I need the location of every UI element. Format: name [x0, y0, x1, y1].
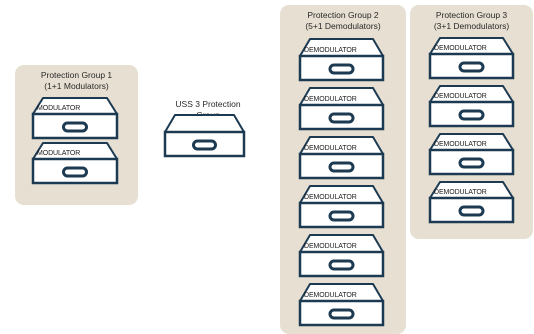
demodulator-unit-label: DEMODULATOR — [304, 243, 357, 250]
demodulator-unit — [428, 85, 515, 128]
demodulator-unit-handle-icon — [328, 259, 355, 271]
demodulator-unit-handle-icon — [458, 61, 485, 73]
protection-group-2-name: Protection Group 2 — [307, 10, 379, 20]
modulator-unit-handle-icon — [62, 121, 88, 133]
protection-group-3-name: Protection Group 3 — [435, 10, 508, 20]
demodulator-unit — [298, 283, 385, 327]
demodulator-unit-label: DEMODULATOR — [434, 141, 487, 148]
modulator-unit-label: MODULATOR — [37, 105, 81, 112]
demodulator-unit — [298, 185, 385, 229]
demodulator-unit-label: DEMODULATOR — [304, 194, 357, 201]
protection-group-1-subtitle: (1+1 Modulators) — [44, 81, 109, 91]
modulator-unit — [31, 97, 119, 140]
demodulator-unit-label: DEMODULATOR — [304, 96, 357, 103]
demodulator-unit — [428, 37, 515, 80]
demodulator-unit-label: DEMODULATOR — [434, 45, 487, 52]
uss-unit-lid — [164, 114, 245, 133]
demodulator-unit-front — [298, 201, 385, 229]
protection-group-1-name: Protection Group 1 — [40, 70, 113, 80]
demodulator-unit-label: DEMODULATOR — [304, 292, 357, 299]
modulator-unit — [31, 142, 119, 185]
demodulator-unit-handle-icon — [328, 161, 355, 173]
demodulator-unit — [298, 87, 385, 131]
demodulator-unit-handle-icon — [458, 157, 485, 169]
demodulator-unit-handle-icon — [458, 205, 485, 217]
protection-group-3-title: Protection Group 3 (3+1 Demodulators) — [410, 10, 533, 32]
demodulator-unit-handle-icon — [328, 63, 355, 75]
demodulator-unit — [298, 136, 385, 180]
demodulator-unit — [428, 133, 515, 176]
uss-unit — [163, 114, 246, 158]
demodulator-unit — [428, 181, 515, 224]
protection-group-2-subtitle: (5+1 Demodulators) — [305, 21, 381, 31]
demodulator-unit-label: DEMODULATOR — [304, 47, 357, 54]
demodulator-unit-handle-icon — [328, 308, 355, 320]
demodulator-unit — [298, 38, 385, 82]
demodulator-unit-label: DEMODULATOR — [434, 93, 487, 100]
demodulator-unit-label: DEMODULATOR — [304, 145, 357, 152]
protection-group-3-subtitle: (3+1 Demodulators) — [433, 21, 510, 31]
demodulator-unit-label: DEMODULATOR — [434, 189, 487, 196]
modulator-unit-handle-icon — [62, 166, 88, 178]
uss-unit-front — [163, 130, 246, 158]
demodulator-unit-handle-icon — [458, 109, 485, 121]
demodulator-unit-handle-icon — [328, 112, 355, 124]
uss-unit-handle-icon — [192, 139, 217, 151]
demodulator-unit-handle-icon — [328, 210, 355, 222]
protection-group-2-title: Protection Group 2 (5+1 Demodulators) — [280, 10, 406, 32]
protection-group-1-title: Protection Group 1 (1+1 Modulators) — [15, 70, 138, 92]
modulator-unit-label: MODULATOR — [37, 150, 81, 157]
demodulator-unit — [298, 234, 385, 278]
